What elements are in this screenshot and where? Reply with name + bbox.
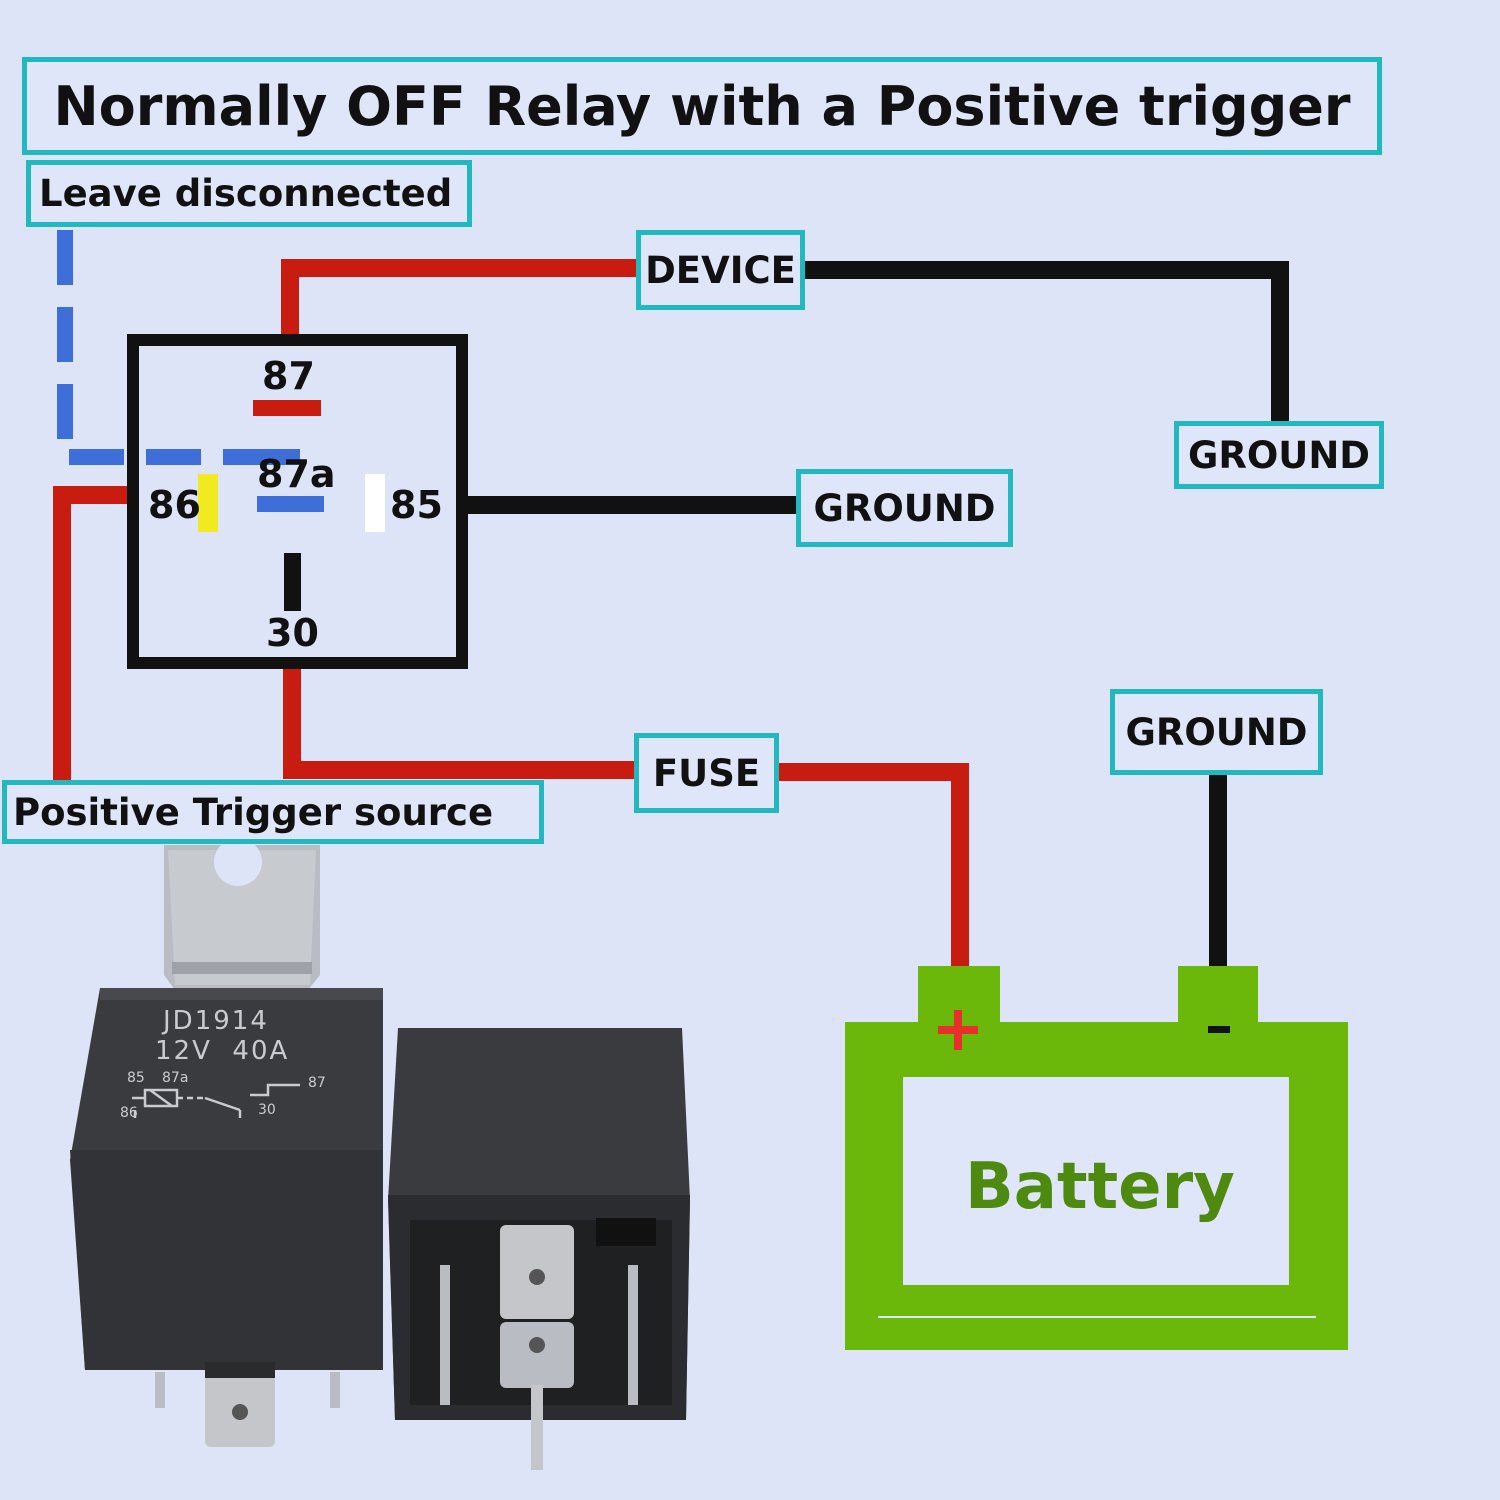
relay-schematic-85: 85 (127, 1070, 145, 1086)
pin-30-bar (284, 553, 301, 611)
battery-label: Battery (965, 1150, 1235, 1224)
label-ground-right: GROUND (1174, 421, 1384, 489)
relay-photo-right (388, 1028, 690, 1470)
label-ground-battery: GROUND (1110, 689, 1323, 775)
pin-87a-label: 87a (257, 452, 336, 496)
pin-87-bar (253, 400, 321, 416)
relay-schematic-86: 86 (120, 1105, 138, 1121)
pin-87a-bar-top (248, 449, 300, 465)
label-ground-mid: GROUND (796, 469, 1013, 547)
battery (845, 966, 1348, 1350)
wire-device-to-ground (800, 261, 1289, 430)
relay-model-text: JD1914 (163, 1006, 269, 1036)
pin-87a-bar (257, 496, 324, 512)
label-positive-trigger-source: Positive Trigger source (2, 780, 544, 844)
pin-86-label: 86 (148, 483, 201, 527)
diagram-title: Normally OFF Relay with a Positive trigg… (22, 57, 1382, 155)
wire-fuse-to-battery-positive (775, 763, 969, 970)
wire-30-to-fuse (283, 665, 640, 779)
wire-87-to-device (281, 259, 640, 335)
relay-schematic-30: 30 (258, 1102, 276, 1118)
pin-85-marker (365, 474, 385, 532)
pin-86-marker (198, 474, 218, 532)
label-fuse: FUSE (634, 733, 779, 813)
label-device: DEVICE (636, 230, 805, 310)
relay-schematic-87: 87 (308, 1075, 326, 1091)
relay-photo-left (70, 838, 383, 1447)
relay-schematic-87a: 87a (162, 1070, 189, 1086)
wire-trigger-to-86 (53, 486, 132, 782)
label-leave-disconnected: Leave disconnected (26, 160, 472, 227)
relay-schematic-box (127, 334, 468, 669)
pin-30-label: 30 (266, 611, 319, 655)
battery-minus-icon (1208, 1026, 1230, 1033)
pin-85-label: 85 (390, 483, 443, 527)
pin-87-label: 87 (262, 354, 315, 398)
relay-rating-text: 12V 40A (155, 1036, 290, 1066)
battery-plus-icon (938, 1010, 978, 1050)
